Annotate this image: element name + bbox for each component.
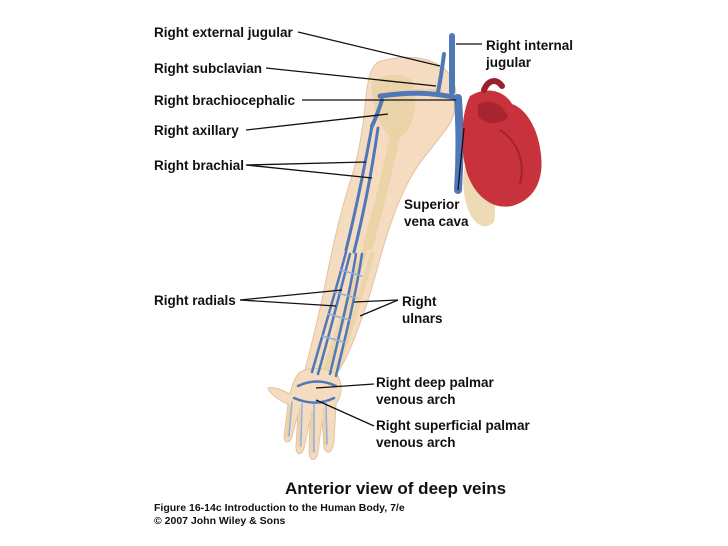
label-radials: Right radials	[154, 293, 236, 308]
label-superficial-palmar-arch: Right superficial palmar venous arch	[376, 417, 530, 451]
copyright-notice: © 2007 John Wiley & Sons	[154, 515, 286, 527]
label-deep-palmar-arch: Right deep palmar venous arch	[376, 374, 494, 408]
label-ulnars: Right ulnars	[402, 293, 443, 327]
label-axillary: Right axillary	[154, 123, 239, 138]
label-brachiocephalic: Right brachiocephalic	[154, 93, 296, 108]
label-deep-palmar-arch-line-1: Right deep palmar	[376, 375, 494, 390]
label-internal-jugular-line-2: jugular	[486, 55, 532, 70]
label-external-jugular: Right external jugular	[154, 25, 293, 40]
label-deep-palmar-arch-line-2: venous arch	[376, 392, 456, 407]
label-superior-vena-cava: Superior vena cava	[404, 196, 469, 230]
label-superior-vena-cava-line-1: Superior	[404, 197, 460, 212]
label-internal-jugular: Right internal jugular	[486, 37, 573, 71]
label-superficial-palmar-arch-line-2: venous arch	[376, 435, 456, 450]
label-superior-vena-cava-line-2: vena cava	[404, 214, 469, 229]
figure-caption: Anterior view of deep veins	[285, 479, 507, 498]
label-brachial: Right brachial	[154, 158, 245, 173]
heart	[462, 78, 542, 207]
vein-network	[288, 33, 464, 453]
label-ulnars-line-2: ulnars	[402, 311, 443, 326]
figure-reference: Figure 16-14c Introduction to the Human …	[154, 502, 405, 514]
label-internal-jugular-line-1: Right internal	[486, 38, 573, 53]
label-superficial-palmar-arch-line-1: Right superficial palmar	[376, 418, 530, 433]
leader-lines	[239, 31, 482, 427]
label-subclavian: Right subclavian	[154, 61, 263, 76]
label-ulnars-line-1: Right	[402, 294, 437, 309]
